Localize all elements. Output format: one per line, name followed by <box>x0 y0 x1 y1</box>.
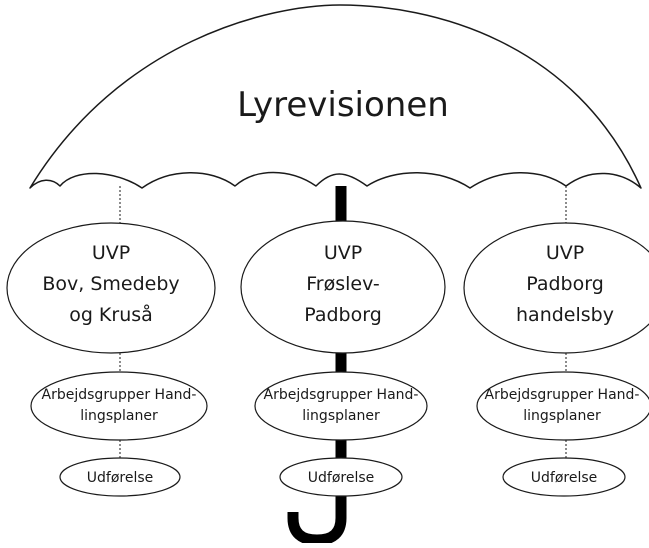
execution-ellipse-3 <box>502 457 626 497</box>
uvp-1-line-3: og Kruså <box>69 303 153 326</box>
workgroup-ellipse-2 <box>254 371 428 441</box>
uvp-2-line-3: Padborg <box>304 304 382 326</box>
uvp-2-line-2: Frøslev- <box>306 273 379 295</box>
execution-ellipse-1 <box>59 457 181 497</box>
execution-2-label: Udførelse <box>308 470 375 486</box>
uvp-3-line-1: UVP <box>546 242 584 264</box>
workgroup-3-line-2: lingsplaner <box>523 408 601 424</box>
uvp-ellipse-2 <box>240 220 446 354</box>
execution-3-label: Udførelse <box>531 470 598 486</box>
execution-ellipse-2 <box>279 457 403 497</box>
workgroup-1-line-2: lingsplaner <box>80 408 158 424</box>
diagram-title: Lyrevisionen <box>237 85 449 125</box>
workgroup-ellipse-3 <box>476 371 649 441</box>
umbrella-handle-hook <box>287 492 347 546</box>
uvp-1-line-2: Bov, Smedeby <box>42 273 179 295</box>
workgroup-3-line-1: Arbejdsgrupper Hand- <box>485 387 640 403</box>
uvp-3-line-3: handelsby <box>516 304 614 326</box>
umbrella-canopy <box>29 4 642 189</box>
uvp-ellipse-3 <box>463 222 649 354</box>
execution-1-label: Udførelse <box>87 470 154 486</box>
workgroup-ellipse-1 <box>30 371 208 441</box>
uvp-2-line-1: UVP <box>324 242 362 264</box>
workgroup-2-line-2: lingsplaner <box>302 408 380 424</box>
workgroup-2-line-1: Arbejdsgrupper Hand- <box>264 387 419 403</box>
workgroup-1-line-1: Arbejdsgrupper Hand- <box>42 387 197 403</box>
uvp-ellipse-1 <box>6 222 216 354</box>
uvp-1-line-1: UVP <box>92 242 130 264</box>
uvp-3-line-2: Padborg <box>526 273 604 295</box>
